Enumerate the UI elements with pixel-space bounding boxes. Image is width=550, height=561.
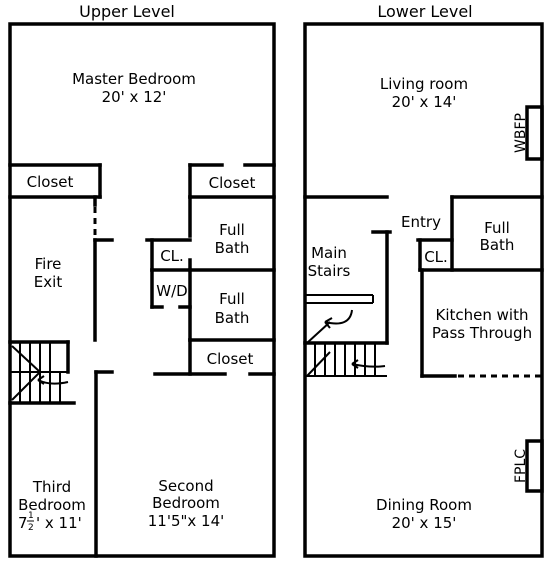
full-bath-2-line2: Bath: [215, 309, 250, 327]
fire-exit-line2: Exit: [34, 273, 63, 291]
lower-outer-wall: [303, 22, 544, 558]
full-bath-2-line1: Full: [219, 290, 245, 308]
stair-arrowhead: [37, 375, 45, 385]
upper-outer-wall: [8, 22, 276, 558]
closet-left-label: Closet: [27, 173, 74, 191]
fplc-fireplace: [525, 439, 544, 493]
second-bedroom-line1: Second: [158, 477, 213, 495]
full-bath-line1: Full: [484, 219, 510, 237]
living-room-size: 20' x 14': [392, 93, 457, 111]
kitchen-line1: Kitchen with: [436, 306, 529, 324]
second-bedroom-line2: Bedroom: [152, 494, 220, 512]
third-bedroom-line1: Third: [32, 478, 71, 496]
wbfp-fireplace: [525, 105, 544, 161]
third-bedroom-line2: Bedroom: [18, 496, 86, 514]
lower-level-heading: Lower Level: [377, 2, 472, 21]
stair-arrow: [324, 309, 353, 325]
cl-label: CL.: [160, 247, 184, 265]
lower-level-plan: Living room 20' x 14' WBFP Entry Full Ba…: [303, 22, 544, 558]
full-bath-1-line1: Full: [219, 221, 245, 239]
closet-bottom-label: Closet: [207, 350, 254, 368]
entry-label: Entry: [401, 213, 441, 231]
main-stairs-line2: Stairs: [308, 262, 351, 280]
stair-arrowhead: [351, 359, 359, 369]
upper-stairs: [10, 342, 69, 403]
dining-room-name: Dining Room: [376, 496, 472, 514]
fire-exit-line1: Fire: [35, 255, 62, 273]
wbfp-label: WBFP: [513, 113, 529, 153]
living-room-name: Living room: [380, 75, 468, 93]
full-bath-1-line2: Bath: [215, 239, 250, 257]
stair-arrowhead: [324, 317, 333, 329]
svg-text:' x 11': ' x 11': [36, 514, 82, 532]
closet-right-label: Closet: [209, 174, 256, 192]
master-bedroom-name: Master Bedroom: [72, 70, 196, 88]
svg-text:2: 2: [28, 523, 34, 533]
fplc-label: FPLC: [513, 449, 529, 483]
kitchen-line2: Pass Through: [432, 324, 532, 342]
cl-label: CL.: [424, 248, 448, 266]
wd-label: W/D: [156, 282, 187, 300]
main-stairs-line1: Main: [311, 244, 347, 262]
full-bath-line2: Bath: [480, 236, 515, 254]
upper-level-heading: Upper Level: [79, 2, 175, 21]
third-bedroom-size: 7 1 2 ' x 11': [18, 511, 82, 533]
master-bedroom-size: 20' x 12': [102, 88, 167, 106]
upper-level-plan: Master Bedroom 20' x 12' Closet Closet F…: [8, 22, 276, 558]
second-bedroom-size: 11'5"x 14': [148, 512, 225, 530]
svg-text:7: 7: [18, 514, 28, 532]
stair-arrow: [351, 363, 386, 368]
svg-text:1: 1: [28, 511, 34, 521]
dining-room-size: 20' x 15': [392, 514, 457, 532]
main-stairs: [303, 294, 389, 377]
